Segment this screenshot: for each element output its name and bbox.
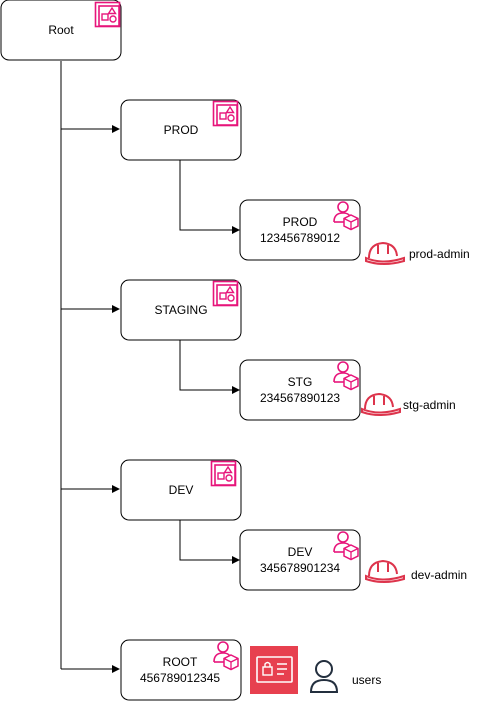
- users-label: users: [352, 673, 381, 687]
- stg-account-name: STG: [288, 375, 313, 389]
- prod-account-name: PROD: [283, 215, 318, 229]
- iam-role-helmet-icon: [365, 560, 405, 583]
- dev-account-id: 345678901234: [260, 561, 340, 575]
- root-ou-label: Root: [48, 23, 74, 37]
- dev-admin-label: dev-admin: [411, 568, 467, 582]
- dev-ou-label: DEV: [169, 483, 194, 497]
- prod-ou-label: PROD: [164, 123, 199, 137]
- user-icon: [309, 660, 339, 693]
- stg-account-node[interactable]: STG 234567890123: [239, 359, 361, 421]
- dev-account-node[interactable]: DEV 345678901234: [239, 529, 361, 591]
- organizational-unit-icon: [212, 280, 239, 307]
- dev-admin-role[interactable]: dev-admin: [365, 560, 467, 583]
- prod-ou-node[interactable]: PROD: [120, 99, 242, 161]
- prod-account-node[interactable]: PROD 123456789012: [239, 199, 361, 261]
- connector-staging-to-account: [179, 340, 240, 394]
- iam-role-helmet-icon: [361, 393, 401, 416]
- prod-ou-box: [120, 99, 242, 161]
- staging-ou-label: STAGING: [154, 303, 207, 317]
- root-account-name: ROOT: [163, 655, 198, 669]
- stg-account-id: 234567890123: [260, 391, 340, 405]
- users-node[interactable]: users: [309, 660, 381, 693]
- stg-admin-role[interactable]: stg-admin: [361, 393, 456, 416]
- organizational-unit-icon: [212, 100, 239, 127]
- dev-ou-node[interactable]: DEV: [120, 459, 242, 521]
- organizational-unit-icon: [210, 460, 237, 487]
- connectors: [60, 61, 240, 673]
- prod-admin-role[interactable]: prod-admin: [365, 242, 470, 265]
- iam-identity-center-icon[interactable]: [250, 646, 298, 694]
- stg-admin-label: stg-admin: [403, 398, 456, 412]
- staging-ou-box: [120, 279, 242, 341]
- root-account-box: [120, 639, 242, 701]
- dev-account-box: [239, 529, 361, 591]
- dev-account-name: DEV: [288, 545, 313, 559]
- staging-ou-node[interactable]: STAGING: [120, 279, 242, 341]
- stg-account-box: [239, 359, 361, 421]
- root-ou-node[interactable]: Root: [0, 0, 122, 61]
- root-account-node[interactable]: ROOT 456789012345: [120, 639, 242, 701]
- prod-admin-label: prod-admin: [409, 247, 470, 261]
- root-ou-box: [0, 0, 122, 61]
- prod-account-box: [239, 199, 361, 261]
- connector-dev-to-account: [179, 520, 240, 564]
- prod-account-id: 123456789012: [260, 231, 340, 245]
- root-account-id: 456789012345: [140, 671, 220, 685]
- organizational-unit-icon: [94, 1, 121, 28]
- connector-prod-to-account: [179, 160, 240, 234]
- iam-role-helmet-icon: [365, 242, 405, 265]
